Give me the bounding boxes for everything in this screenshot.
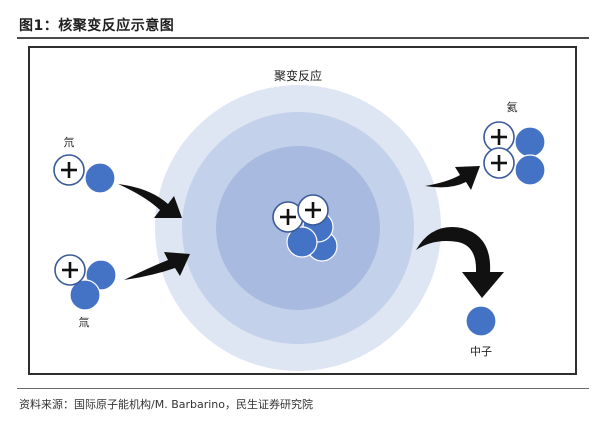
title-divider [17, 37, 589, 39]
tritium-label: 氚 [79, 315, 90, 329]
deuterium-incoming-arrow [118, 184, 182, 218]
fusing-proton-2 [296, 193, 330, 227]
tritium-proton [53, 253, 87, 287]
deuterium-proton [52, 153, 86, 187]
helium-nucleus [482, 120, 546, 186]
free-neutron [465, 305, 497, 337]
neutron-label: 中子 [470, 345, 492, 358]
helium-outgoing-arrow [425, 166, 480, 190]
helium-proton-2 [482, 146, 516, 180]
deuterium-neutron [84, 162, 116, 194]
fusion-reaction-label: 聚变反应 [274, 68, 322, 83]
source-divider [17, 388, 589, 389]
figure-title: 图1：核聚变反应示意图 [19, 18, 175, 34]
deuterium-nucleus [52, 153, 116, 194]
neutron-outgoing-arrow [416, 226, 504, 298]
helium-neutron-2 [514, 154, 546, 186]
tritium-incoming-arrow [124, 252, 190, 280]
source-note: 资料来源：国际原子能机构/M. Barbarino，民生证券研究院 [19, 398, 314, 411]
tritium-nucleus [53, 253, 117, 311]
helium-label: 氦 [507, 100, 518, 114]
helium-neutron-1 [514, 126, 546, 158]
deuterium-label: 氘 [64, 135, 75, 149]
